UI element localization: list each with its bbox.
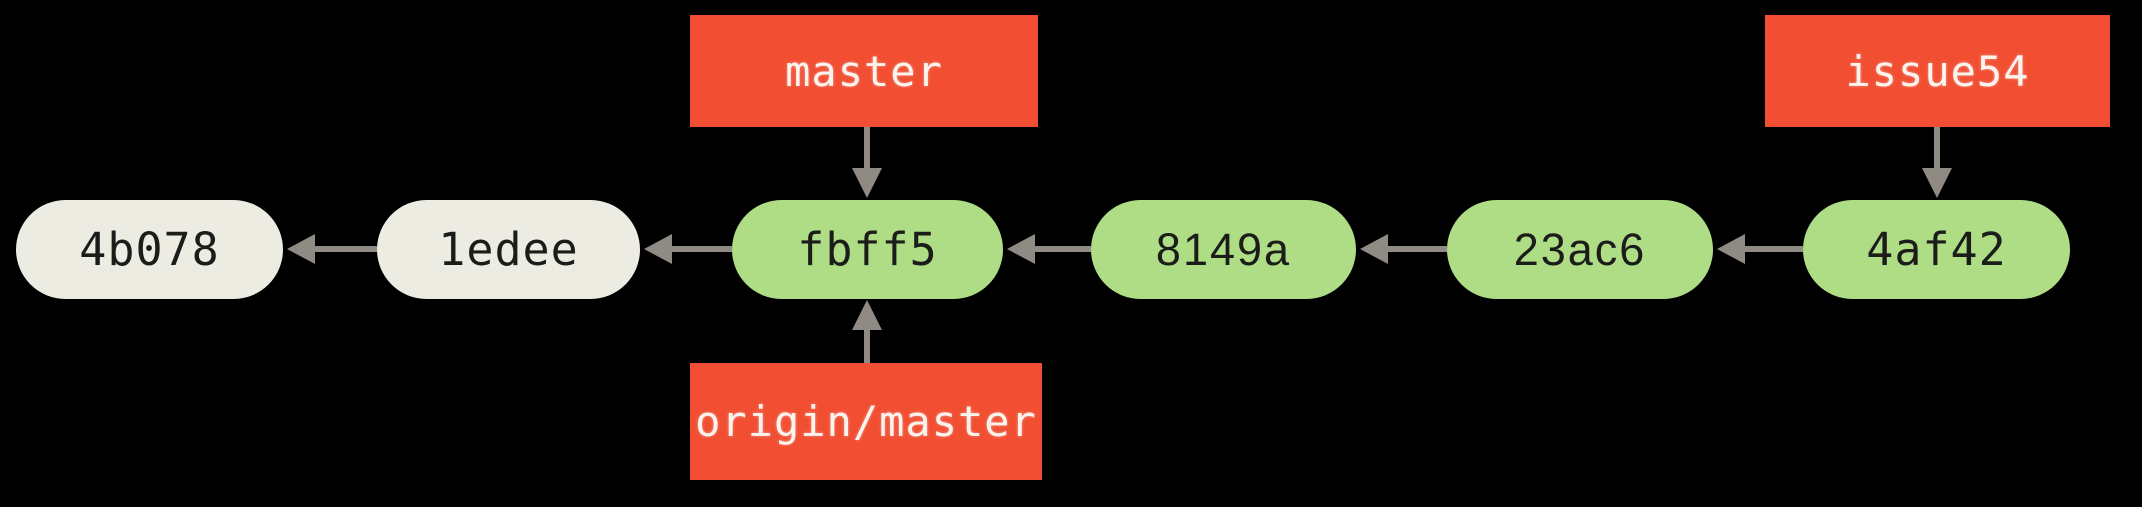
branch-label-issue54: issue54 (1765, 15, 2110, 127)
commit-node-fbff5: fbff5 (732, 200, 1003, 299)
arrow-left-icon (1007, 234, 1035, 264)
branch-label-master: master (690, 15, 1038, 127)
commit-node-4af42: 4af42 (1803, 200, 2070, 299)
commit-id: 1edee (438, 223, 579, 276)
commit-id: 4b078 (79, 223, 220, 276)
commit-id: 8149a (1155, 223, 1292, 275)
arrow-origin-master-to-fbff5-shaft (864, 328, 870, 363)
arrow-master-to-fbff5-shaft (864, 127, 870, 172)
commit-node-4b078: 4b078 (16, 200, 283, 299)
arrow-up-icon (852, 300, 882, 330)
commit-node-1edee: 1edee (377, 200, 640, 299)
arrow-left-icon (287, 234, 315, 264)
branch-label-origin-master-text: origin/master (695, 397, 1037, 446)
arrow-left-icon (1717, 234, 1745, 264)
arrow-left-icon (644, 234, 672, 264)
arrow-fbff5-to-1edee-shaft (672, 246, 732, 252)
arrow-23ac6-to-8149a-shaft (1388, 246, 1447, 252)
branch-label-issue54-text: issue54 (1845, 46, 2030, 96)
commit-id: fbff5 (797, 223, 938, 276)
arrow-left-icon (1360, 234, 1388, 264)
commit-id: 4af42 (1866, 223, 2007, 276)
arrow-4af42-to-23ac6-shaft (1745, 246, 1803, 252)
arrow-issue54-to-4af42-shaft (1934, 127, 1940, 172)
commit-id: 23ac6 (1513, 223, 1647, 275)
branch-label-master-text: master (785, 46, 943, 96)
arrow-down-icon (852, 168, 882, 198)
commit-node-23ac6: 23ac6 (1447, 200, 1713, 299)
arrow-1edee-to-4b078-shaft (315, 246, 377, 252)
commit-node-8149a: 8149a (1091, 200, 1356, 299)
arrow-8149a-to-fbff5-shaft (1035, 246, 1091, 252)
arrow-down-icon (1922, 168, 1952, 198)
branch-label-origin-master: origin/master (690, 363, 1042, 480)
